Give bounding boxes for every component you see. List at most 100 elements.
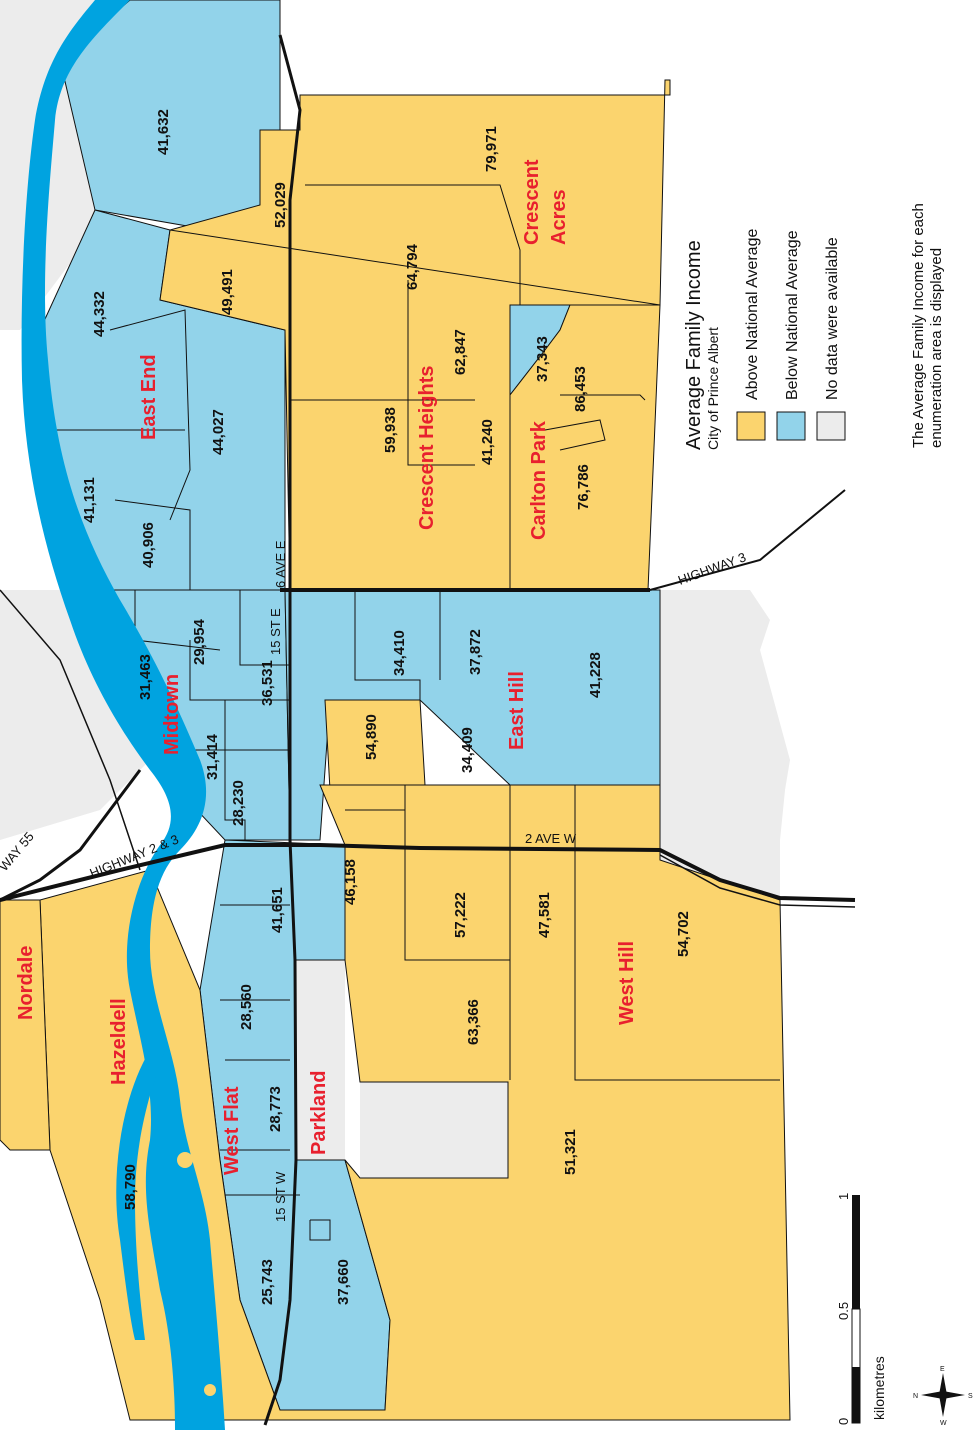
income-label: 58,790	[122, 1164, 139, 1210]
legend-note-line2: enumeration area is displayed	[928, 248, 945, 448]
boundary-9	[114, 499, 191, 590]
hood-carlton-park: Carlton Park	[528, 420, 550, 540]
road-highway-3	[649, 489, 846, 591]
hood-nordale: Nordale	[15, 946, 37, 1020]
road-2-ave	[0, 843, 856, 902]
river-channel	[21, 0, 225, 1430]
nodata-strip	[296, 960, 345, 1160]
hood-west-hill: West Hill	[616, 941, 638, 1025]
income-label: 41,651	[269, 887, 286, 933]
income-label: 41,632	[155, 109, 172, 155]
label-15-st-w: 15 ST W	[273, 1171, 288, 1222]
income-labels: 41,632 79,971 52,029 64,794 49,491 44,33…	[81, 109, 692, 1305]
label-6-ave-e: 6 AVE E	[273, 540, 288, 588]
boundary-12	[189, 640, 290, 701]
hood-parkland: Parkland	[308, 1071, 330, 1155]
boundary-6	[544, 419, 606, 451]
legend-swatch-below	[776, 411, 806, 441]
area-nordale	[0, 899, 51, 1151]
roads	[0, 34, 856, 1426]
hood-midtown: Midtown	[161, 674, 183, 755]
hood-crescent: Crescent	[521, 159, 543, 245]
income-label: 37,343	[534, 336, 551, 382]
income-label: 76,786	[575, 464, 592, 510]
boundary-26	[309, 1219, 331, 1241]
boundary-5	[560, 394, 646, 401]
income-label: 28,773	[267, 1086, 284, 1132]
scale-segment-1	[852, 1195, 860, 1309]
road-highway-55	[0, 769, 142, 902]
compass-n: N	[913, 1393, 918, 1400]
compass-e: E	[940, 1366, 945, 1373]
road-hwy-2-3-west	[0, 589, 141, 871]
legend-swatch-nodata	[816, 411, 846, 441]
hood-hazeldell: Hazeldell	[108, 998, 130, 1085]
boundary-19	[404, 785, 510, 961]
income-label: 44,332	[91, 291, 108, 337]
legend: Average Family Income City of Prince Alb…	[683, 203, 945, 450]
income-label: 44,027	[210, 409, 227, 455]
income-label: 79,971	[483, 126, 500, 172]
scale-unit: kilometres	[871, 1356, 887, 1420]
compass-w: W	[940, 1420, 947, 1427]
legend-label-nodata: No data were available	[824, 237, 841, 400]
boundary-1	[305, 184, 521, 305]
hood-east-hill: East Hill	[506, 671, 528, 750]
income-label: 37,872	[467, 629, 484, 675]
income-label: 49,491	[219, 269, 236, 315]
income-label: 54,702	[675, 911, 692, 957]
income-label: 54,890	[363, 714, 380, 760]
area-west-hill	[39, 784, 791, 1421]
income-label: 64,794	[404, 243, 421, 290]
legend-note-line1: The Average Family Income for each	[910, 203, 927, 448]
income-label: 41,240	[479, 419, 496, 465]
legend-title: Average Family Income	[683, 240, 705, 450]
boundary-18	[574, 785, 780, 1081]
scale-segment-3	[852, 1367, 860, 1423]
income-label: 25,743	[259, 1259, 276, 1305]
road-2-ave-edge	[659, 854, 856, 908]
legend-swatch-above	[736, 411, 766, 441]
hood-west-flat: West Flat	[221, 1086, 243, 1175]
boundary-2	[169, 229, 661, 306]
income-label: 63,366	[465, 999, 482, 1045]
income-label: 40,906	[140, 522, 157, 568]
income-label: 86,453	[572, 366, 589, 412]
income-label: 28,560	[238, 984, 255, 1030]
income-label: 51,321	[562, 1129, 579, 1175]
income-label: 57,222	[452, 892, 469, 938]
income-label: 34,410	[391, 630, 408, 676]
river-island-2	[177, 1152, 193, 1168]
hood-acres: Acres	[548, 189, 570, 245]
income-label: 59,938	[382, 407, 399, 453]
legend-subtitle: City of Prince Albert	[705, 327, 721, 450]
income-label: 37,660	[335, 1259, 352, 1305]
income-label: 31,463	[137, 654, 154, 700]
income-label: 41,228	[587, 652, 604, 698]
boundary-14	[224, 700, 246, 840]
boundary-3	[407, 280, 475, 466]
boundary-11	[239, 590, 290, 666]
income-label: 28,230	[230, 780, 247, 826]
scale-bar: 0 0.5 1 kilometres	[836, 1193, 887, 1425]
income-label: 52,029	[272, 182, 289, 228]
income-label: 47,581	[536, 892, 553, 938]
label-highway-3: HIGHWAY 3	[676, 549, 748, 587]
income-label: 36,531	[259, 660, 276, 706]
area-carlton-park	[509, 304, 661, 591]
river-island-1	[204, 1384, 216, 1396]
income-label: 31,414	[204, 733, 221, 780]
income-label: 46,158	[342, 859, 359, 905]
hood-crescent-heights: Crescent Heights	[416, 366, 438, 531]
boundary-15	[354, 590, 421, 700]
compass-arrow-ew	[939, 1373, 947, 1417]
above-regions	[0, 79, 791, 1421]
income-label: 34,409	[459, 727, 476, 773]
compass-rose: N E S W	[913, 1366, 973, 1427]
road-15-st	[263, 34, 302, 1426]
legend-label-below: Below National Average	[784, 230, 801, 400]
nodata-east	[648, 590, 790, 900]
income-label: 29,954	[191, 618, 208, 665]
